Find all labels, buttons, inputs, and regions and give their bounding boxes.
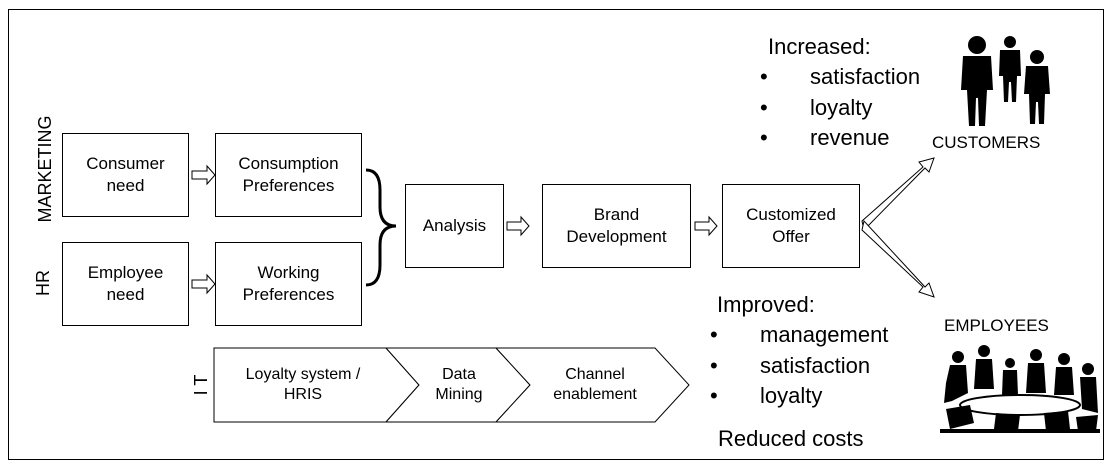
- chevron-label-channel-enablement: Channel enablement: [553, 366, 637, 403]
- chevron-label-loyalty-system: Loyalty system / HRIS: [245, 366, 361, 403]
- arrow-to-employees: [861, 219, 935, 298]
- arrow-brand-to-offer: [694, 215, 718, 237]
- meeting-icon: [940, 345, 1100, 433]
- list-item: •management: [710, 322, 889, 347]
- arrow-employee-to-working: [191, 273, 216, 295]
- arrow-consumer-to-consumption: [191, 164, 216, 186]
- box-customized-offer: Customized Offer: [722, 184, 860, 268]
- chevron-channel-enablement: [494, 347, 690, 423]
- list-item: •revenue: [760, 125, 890, 150]
- list-item: •loyalty: [760, 94, 873, 120]
- curly-brace: [365, 168, 397, 287]
- employees-footer: Reduced costs: [718, 426, 864, 451]
- employees-benefits-list: •management •satisfaction •loyalty: [710, 320, 888, 412]
- list-item: •loyalty: [710, 383, 823, 408]
- people-icon: [961, 36, 1050, 126]
- employees-heading: Improved:: [717, 292, 815, 317]
- box-brand-development: Brand Development: [542, 184, 691, 268]
- customers-heading: Increased:: [768, 34, 871, 59]
- lane-label-hr: HR: [33, 270, 53, 296]
- chevron-label-data-mining: Data Mining: [435, 366, 483, 403]
- box-employee-need: Employee need: [62, 242, 189, 326]
- list-item: •satisfaction: [760, 64, 921, 89]
- list-item: •satisfaction: [710, 352, 871, 378]
- customers-benefits-list: •satisfaction •loyalty •revenue: [760, 62, 920, 154]
- box-consumer-need: Consumer need: [62, 133, 189, 217]
- arrow-analysis-to-brand: [506, 215, 530, 237]
- box-working-preferences: Working Preferences: [215, 242, 362, 326]
- box-consumption-preferences: Consumption Preferences: [215, 133, 362, 217]
- arrow-to-customers: [861, 157, 935, 232]
- customers-label: CUSTOMERS: [932, 133, 1041, 152]
- lane-label-it: I T: [191, 374, 211, 396]
- employees-label: EMPLOYEES: [944, 316, 1049, 335]
- box-analysis: Analysis: [405, 184, 504, 268]
- lane-label-marketing: MARKETING: [35, 115, 55, 223]
